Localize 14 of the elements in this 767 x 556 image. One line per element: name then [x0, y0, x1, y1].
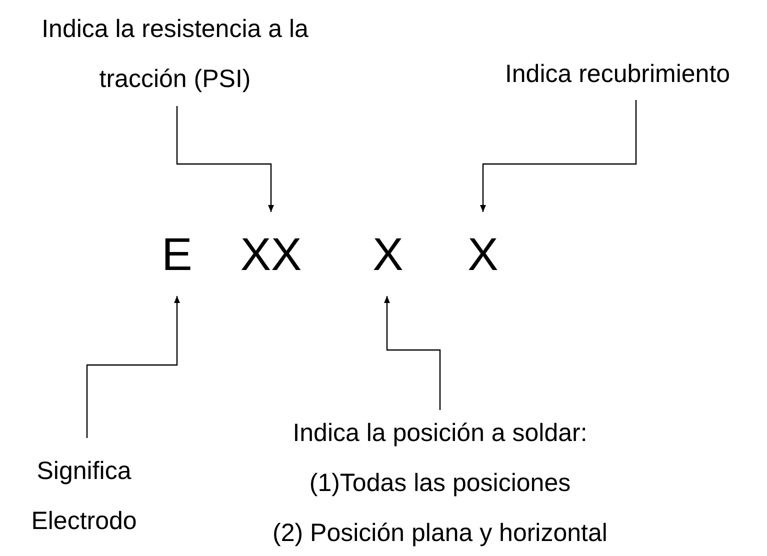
- code-character: X: [468, 228, 498, 280]
- annotation-text: (2) Posición plana y horizontal: [272, 518, 608, 549]
- leader-arrow: [176, 106, 274, 212]
- leader-arrow: [384, 296, 441, 410]
- leader-arrow: [86, 296, 180, 438]
- annotation-text: Indica la resistencia a la tracción (PSI): [40, 14, 310, 95]
- code-character: E: [162, 228, 192, 280]
- code-character: X: [372, 228, 404, 280]
- annotation-text: Indica la posición a soldar:: [292, 418, 588, 449]
- annotation-text: Significa Electrodo: [30, 456, 138, 537]
- annotation-text: Indica recubrimiento: [504, 59, 730, 90]
- code-character: XX: [240, 228, 302, 280]
- annotation-text: (1)Todas las posiciones: [309, 468, 571, 499]
- leader-arrow: [480, 100, 637, 212]
